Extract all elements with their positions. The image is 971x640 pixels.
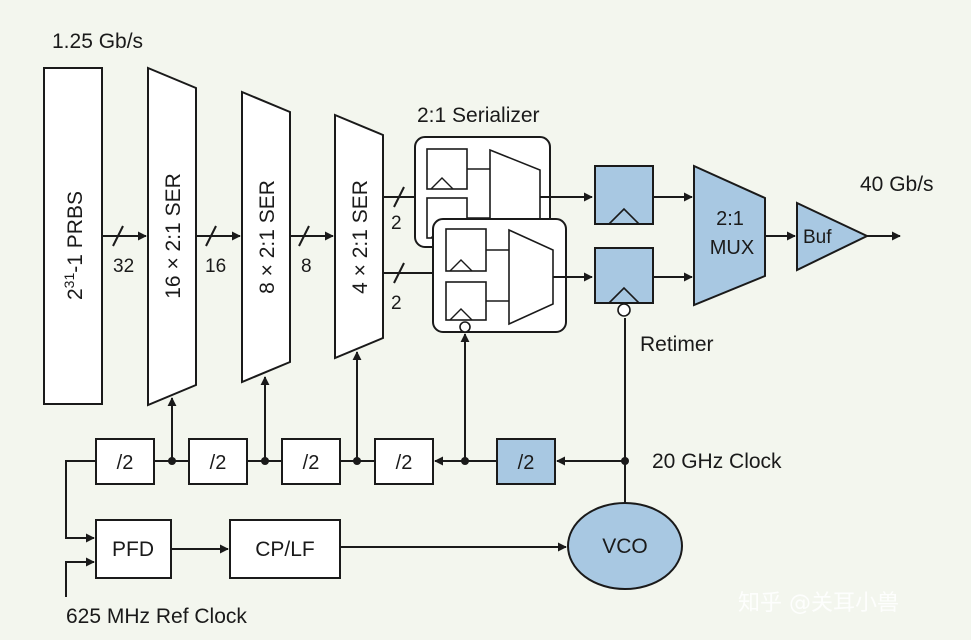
- divider-4: /2: [374, 438, 434, 485]
- bus-slash-top: [393, 186, 405, 208]
- bus-width-32: 32: [113, 256, 134, 277]
- ser4-label: 4 × 2:1 SER: [349, 180, 372, 294]
- mux-label-1: 2:1: [716, 208, 744, 230]
- retimer-label: Retimer: [640, 333, 714, 356]
- ser16-block: [147, 66, 197, 407]
- bus-slash-16: [205, 225, 217, 247]
- retimer-ff-top: [594, 165, 654, 225]
- bus-slash-bottom: [393, 262, 405, 284]
- pfd-block: PFD: [95, 519, 172, 579]
- vco-label: VCO: [602, 535, 648, 558]
- prbs-label: 231-1 PRBS: [61, 191, 87, 300]
- divider-2-label: /2: [210, 452, 227, 474]
- bus-width-16: 16: [205, 256, 226, 277]
- divider-2: /2: [188, 438, 248, 485]
- cplf-label: CP/LF: [255, 538, 315, 561]
- ser8-label: 8 × 2:1 SER: [256, 180, 279, 294]
- ser4-block: [334, 113, 384, 360]
- mux-label-2: MUX: [710, 237, 754, 259]
- clock-label: 20 GHz Clock: [652, 450, 782, 473]
- watermark: 知乎 @关耳小兽: [738, 591, 899, 616]
- divider-3-label: /2: [303, 452, 320, 474]
- serializer-front-card: [432, 218, 567, 333]
- bus-width-top: 2: [391, 213, 402, 234]
- divider-5-label: /2: [518, 452, 535, 474]
- ser8-block: [241, 90, 291, 384]
- mux-block: [693, 164, 766, 307]
- bus-slash-32: [112, 225, 124, 247]
- cplf-block: CP/LF: [229, 519, 341, 579]
- divider-3: /2: [281, 438, 341, 485]
- feedback-to-pfd: [65, 460, 96, 543]
- bus-width-8: 8: [301, 256, 312, 277]
- ref-clock-line: [65, 557, 95, 597]
- divider-1-label: /2: [117, 452, 134, 474]
- buf-block: [796, 201, 870, 272]
- prbs-block: [43, 67, 103, 405]
- buf-label: Buf: [803, 227, 832, 248]
- input-rate-label: 1.25 Gb/s: [52, 30, 143, 53]
- bus-slash-8: [298, 225, 310, 247]
- vco-block: VCO: [567, 502, 683, 590]
- ser16-label: 16 × 2:1 SER: [162, 173, 185, 299]
- divider-5: /2: [496, 438, 556, 485]
- serializer-title: 2:1 Serializer: [417, 104, 540, 127]
- retimer-ff-bottom: [594, 247, 654, 317]
- bus-width-bottom: 2: [391, 293, 402, 314]
- pfd-label: PFD: [112, 538, 154, 561]
- ref-clock-label: 625 MHz Ref Clock: [66, 605, 247, 628]
- output-rate-label: 40 Gb/s: [860, 173, 934, 196]
- divider-1: /2: [95, 438, 155, 485]
- divider-4-label: /2: [396, 452, 413, 474]
